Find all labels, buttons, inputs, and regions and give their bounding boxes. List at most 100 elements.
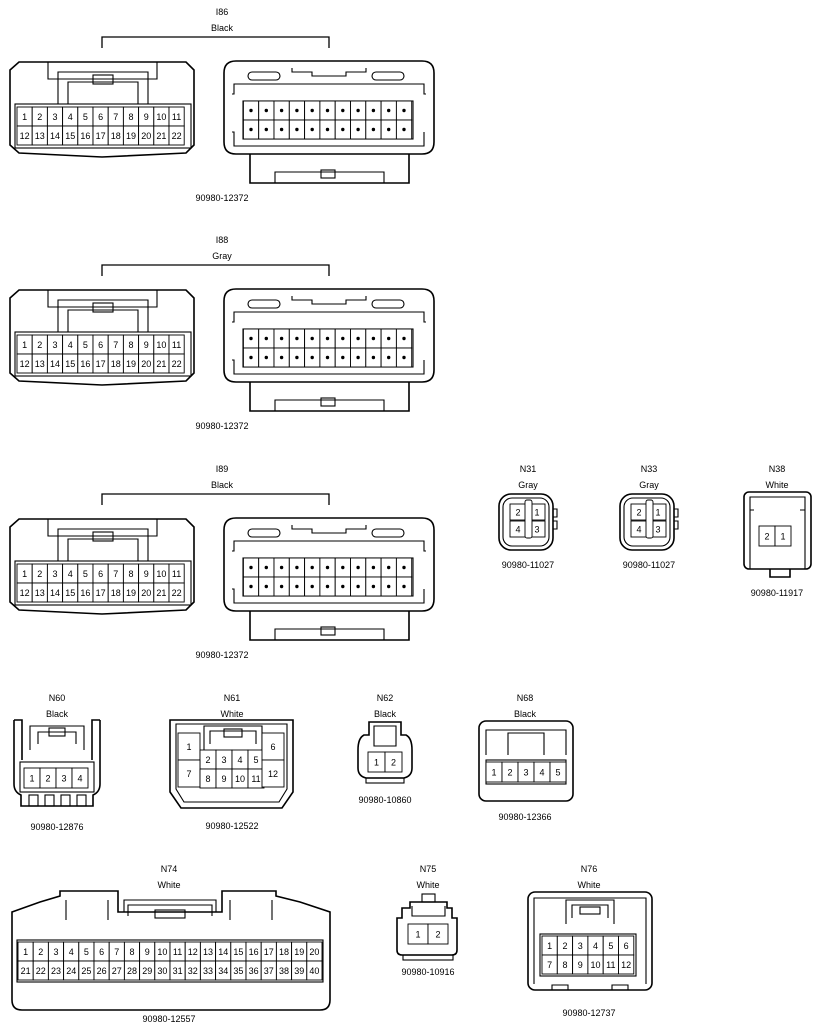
pin-number: 19 (126, 588, 136, 598)
terminal-dot (279, 108, 284, 113)
part-number: 90980-10860 (358, 795, 411, 805)
pin-number: 11 (172, 340, 181, 350)
terminal-dot (264, 355, 268, 360)
pin-number: 15 (65, 131, 75, 141)
pin-number: 21 (156, 588, 166, 598)
pin-cell (261, 759, 285, 788)
pin-number: 4 (68, 569, 73, 579)
pin-number: 8 (128, 569, 133, 579)
terminal-dot (387, 108, 391, 113)
terminal-dot (356, 108, 360, 113)
terminal-dot (264, 127, 268, 132)
housing-lock (373, 725, 397, 747)
pin-number: 3 (578, 941, 583, 951)
terminal-dot (279, 584, 284, 589)
key-slot (371, 299, 405, 309)
pin-number: 1 (22, 112, 27, 122)
pin-number: 20 (141, 359, 151, 369)
pin-number: 9 (144, 112, 149, 122)
key-slot (371, 71, 405, 81)
terminal-tab (76, 794, 87, 807)
pin-number: 22 (172, 131, 182, 141)
terminal-dot (249, 355, 253, 360)
lock-tab (223, 728, 243, 738)
pin-number: 19 (126, 359, 136, 369)
housing-outline (619, 493, 675, 551)
pin-number: 18 (279, 947, 289, 957)
pin-number: 2 (562, 941, 567, 951)
pin-number: 12 (20, 588, 30, 598)
pin-number: 4 (636, 525, 641, 535)
pin-number: 4 (515, 525, 520, 535)
pin-cell (168, 582, 185, 603)
pin-number: 5 (253, 755, 258, 765)
latch-slot (274, 171, 385, 183)
housing-outline (478, 720, 574, 802)
pin-cell (306, 960, 323, 981)
housing-lock (209, 730, 257, 744)
terminal-dot (402, 336, 406, 341)
terminal-dot (295, 355, 299, 360)
pin-number: 17 (96, 131, 106, 141)
housing-outline (527, 891, 653, 991)
pin-number: 9 (221, 774, 226, 784)
terminal-dot (341, 584, 345, 589)
housing-latch (402, 954, 454, 961)
pin-number: 14 (50, 131, 60, 141)
terminal-dot (341, 565, 345, 570)
housing-rib (65, 900, 273, 920)
pin-number: 1 (29, 774, 34, 784)
pin-number: 2 (507, 768, 512, 778)
pin-cell (168, 125, 185, 146)
housing-outline (13, 719, 101, 807)
terminal-dot (371, 127, 376, 132)
connector-color: Black (46, 709, 69, 719)
pin-number: 16 (249, 947, 259, 957)
lock-tab (92, 74, 114, 85)
terminal-dot (249, 127, 253, 132)
pin-number: 2 (37, 340, 42, 350)
terminal-dot (279, 336, 284, 341)
housing-lock (67, 81, 139, 104)
terminal-dot (249, 336, 253, 341)
pin-number: 11 (172, 112, 181, 122)
center-key (645, 499, 654, 539)
terminal-dot (356, 584, 360, 589)
pin-number: 6 (99, 947, 104, 957)
pin-number: 5 (555, 768, 560, 778)
pin-number: 15 (65, 588, 75, 598)
terminal-dot (249, 565, 253, 570)
terminal-dot (295, 108, 299, 113)
housing-lock (565, 899, 615, 924)
connector-id: N76 (581, 864, 598, 874)
terminal-dot (295, 336, 299, 341)
pin-number: 9 (144, 569, 149, 579)
pin-frame (19, 761, 95, 793)
pin-number: 10 (235, 774, 245, 784)
pin-number: 14 (50, 359, 60, 369)
pin-number: 11 (251, 774, 260, 784)
terminal-dot (402, 108, 406, 113)
key-slot (291, 525, 367, 534)
pin-number: 18 (111, 359, 121, 369)
housing-outline (223, 60, 435, 155)
connector-color: White (157, 880, 180, 890)
terminal-dot (279, 127, 284, 132)
part-number: 90980-11027 (623, 560, 675, 570)
pin-frame (14, 331, 192, 377)
part-number: 90980-11027 (502, 560, 554, 570)
housing-lock (57, 71, 149, 104)
connector-color: Black (211, 480, 234, 490)
pin-number: 20 (141, 588, 151, 598)
terminal-dot (249, 108, 253, 113)
pin-number: 38 (279, 966, 289, 976)
terminal-dot (387, 584, 391, 589)
housing-lock (571, 904, 609, 918)
pin-number: 2 (435, 930, 440, 940)
pin-number: 5 (83, 112, 88, 122)
terminal-dot (325, 336, 330, 341)
key-slot (291, 296, 367, 305)
